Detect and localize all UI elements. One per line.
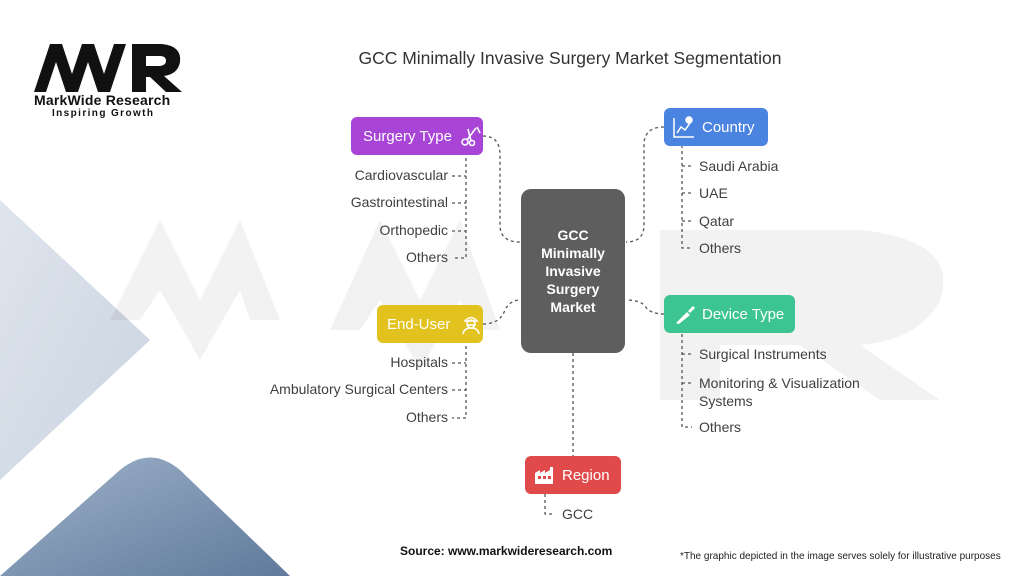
- device-type-item: Others: [699, 419, 742, 435]
- connector-end-user: [482, 299, 521, 325]
- surgery-type-item: Gastrointestinal: [350, 194, 448, 210]
- segment-device-type: Device Type: [664, 295, 795, 333]
- map-chart-icon: [673, 116, 694, 138]
- center-label: GCC Minimally Invasive Surgery Market: [541, 227, 605, 315]
- page-title: GCC Minimally Invasive Surgery Market Se…: [358, 48, 782, 68]
- scalpel-icon: [676, 306, 695, 324]
- surgeon-icon: [462, 316, 481, 335]
- end-user-item: Others: [405, 409, 448, 425]
- scalpel-scissors-icon: [461, 126, 481, 147]
- brand-name: MarkWide Research: [34, 92, 171, 108]
- end-user-item: Hospitals: [390, 354, 448, 370]
- device-type-item: Surgical Instruments: [699, 346, 827, 362]
- end-user-item: Ambulatory Surgical Centers: [269, 381, 448, 397]
- country-item: Qatar: [699, 213, 735, 229]
- segment-region-label: Region: [562, 466, 610, 484]
- device-type-item: Monitoring & Visualization Systems: [699, 375, 860, 409]
- segment-surgery-type-label: Surgery Type: [363, 127, 452, 145]
- segment-country-label: Country: [702, 118, 755, 136]
- brand-tagline: Inspiring Growth: [52, 108, 155, 119]
- disclaimer-note: *The graphic depicted in the image serve…: [680, 551, 1001, 562]
- factory-icon: [535, 467, 553, 484]
- source-note: Source: www.markwideresearch.com: [400, 544, 613, 558]
- surgery-type-item: Cardiovascular: [354, 167, 448, 183]
- connector-surgery-type: [482, 135, 521, 243]
- country-item: Others: [699, 240, 742, 256]
- segment-region: Region: [525, 456, 621, 494]
- brand-logo: [34, 44, 182, 92]
- surgery-type-item: Orthopedic: [379, 222, 448, 238]
- segment-end-user-label: End-User: [387, 315, 451, 333]
- region-item: GCC: [562, 506, 594, 522]
- country-item: Saudi Arabia: [699, 158, 779, 174]
- connector-device-type: [625, 299, 665, 315]
- country-item: UAE: [699, 185, 728, 201]
- segment-end-user: End-User: [377, 305, 483, 343]
- center-node: GCC Minimally Invasive Surgery Market: [521, 189, 625, 353]
- segment-device-type-label: Device Type: [702, 305, 785, 323]
- connector-country: [625, 126, 665, 243]
- surgery-type-item: Others: [405, 249, 448, 265]
- segment-surgery-type: Surgery Type: [351, 117, 483, 155]
- segment-country: Country: [664, 108, 768, 146]
